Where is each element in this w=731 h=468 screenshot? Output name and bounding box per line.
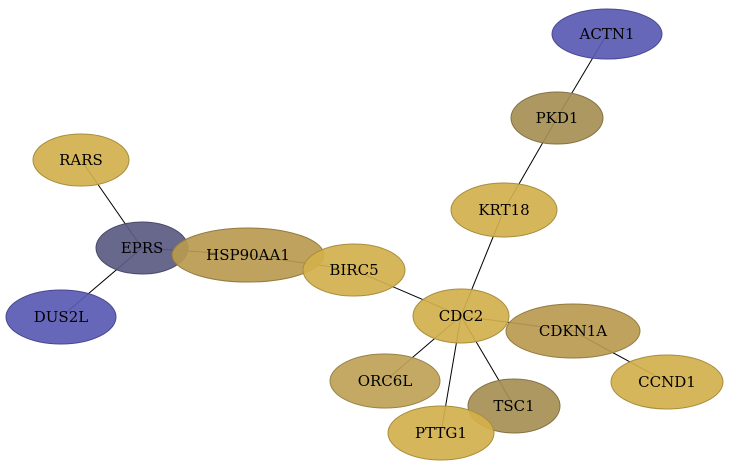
node-label: RARS (59, 151, 103, 169)
node-label: DUS2L (34, 308, 88, 326)
node-label: EPRS (121, 239, 164, 257)
node-shape (505, 303, 641, 359)
node-eprs[interactable]: EPRS (95, 221, 189, 275)
node-label: CCND1 (638, 373, 696, 391)
node-birc5[interactable]: BIRC5 (302, 243, 406, 297)
node-cdkn1a[interactable]: CDKN1A (505, 303, 641, 359)
node-shape (510, 91, 604, 145)
node-shape (32, 133, 130, 187)
node-ccnd1[interactable]: CCND1 (610, 354, 724, 410)
node-label: CDC2 (439, 307, 484, 325)
node-shape (412, 288, 510, 344)
node-tsc1[interactable]: TSC1 (467, 378, 561, 434)
node-cdc2[interactable]: CDC2 (412, 288, 510, 344)
node-shape (450, 182, 558, 238)
node-shape (467, 378, 561, 434)
node-shape (610, 354, 724, 410)
node-rars[interactable]: RARS (32, 133, 130, 187)
node-dus2l[interactable]: DUS2L (5, 289, 117, 345)
node-label: PKD1 (536, 109, 579, 127)
node-shape (329, 353, 441, 409)
node-krt18[interactable]: KRT18 (450, 182, 558, 238)
node-shape (302, 243, 406, 297)
node-pkd1[interactable]: PKD1 (510, 91, 604, 145)
node-label: PTTG1 (415, 424, 467, 442)
node-hsp90aa1[interactable]: HSP90AA1 (171, 227, 325, 283)
node-shape (551, 8, 663, 60)
node-shape (387, 405, 495, 461)
node-actn1[interactable]: ACTN1 (551, 8, 663, 60)
node-label: ORC6L (358, 372, 413, 390)
node-label: CDKN1A (539, 322, 607, 340)
node-label: BIRC5 (329, 261, 378, 279)
node-pttg1[interactable]: PTTG1 (387, 405, 495, 461)
node-label: KRT18 (478, 201, 529, 219)
node-shape (5, 289, 117, 345)
node-orc6l[interactable]: ORC6L (329, 353, 441, 409)
node-label: HSP90AA1 (206, 246, 290, 264)
node-label: ACTN1 (579, 25, 635, 43)
node-label: TSC1 (493, 397, 534, 415)
